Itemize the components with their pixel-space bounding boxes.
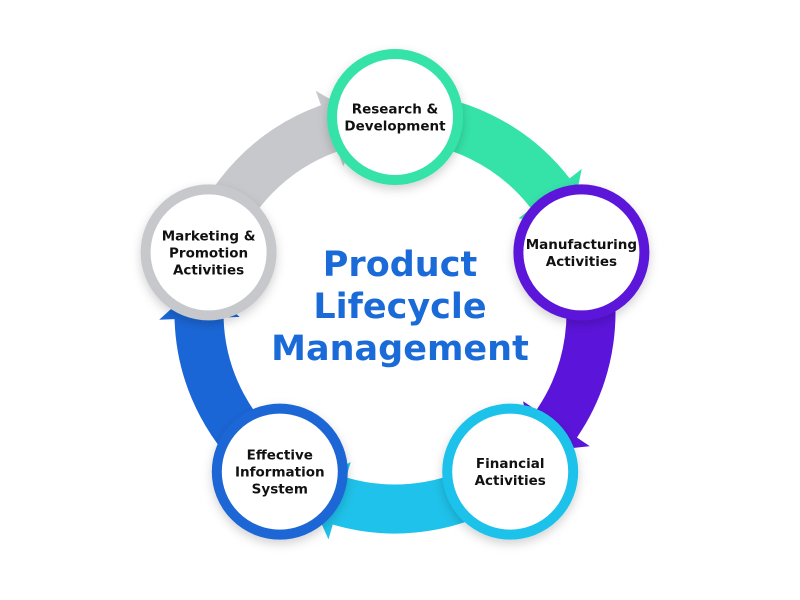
stage-label: Activities	[546, 254, 617, 270]
stage-0: Research &Development	[327, 49, 463, 185]
stage-label: Financial	[476, 456, 545, 472]
stage-circle	[211, 403, 348, 540]
title-line-3: Management	[271, 329, 529, 369]
stage-label: Activities	[173, 262, 244, 278]
stage-label: Research &	[352, 102, 439, 118]
stage-label: Information	[235, 465, 325, 481]
stage-label: Manufacturing	[526, 237, 637, 253]
stage-label: Promotion	[169, 245, 248, 261]
title-line-2: Lifecycle	[313, 287, 486, 327]
stage-circle	[140, 184, 277, 321]
title-line-1: Product	[323, 245, 477, 285]
stage-circle	[513, 184, 650, 321]
stage-label: Development	[344, 119, 446, 135]
stage-label: Effective	[247, 448, 313, 464]
stage-label: System	[252, 482, 308, 498]
stage-circle	[327, 49, 463, 185]
stage-circle	[442, 403, 579, 540]
stage-label: Marketing &	[162, 228, 256, 244]
stage-label: Activities	[475, 473, 546, 489]
stage-circles: Research &DevelopmentManufacturingActivi…	[140, 49, 650, 540]
center-title: Product Lifecycle Management	[271, 245, 529, 369]
